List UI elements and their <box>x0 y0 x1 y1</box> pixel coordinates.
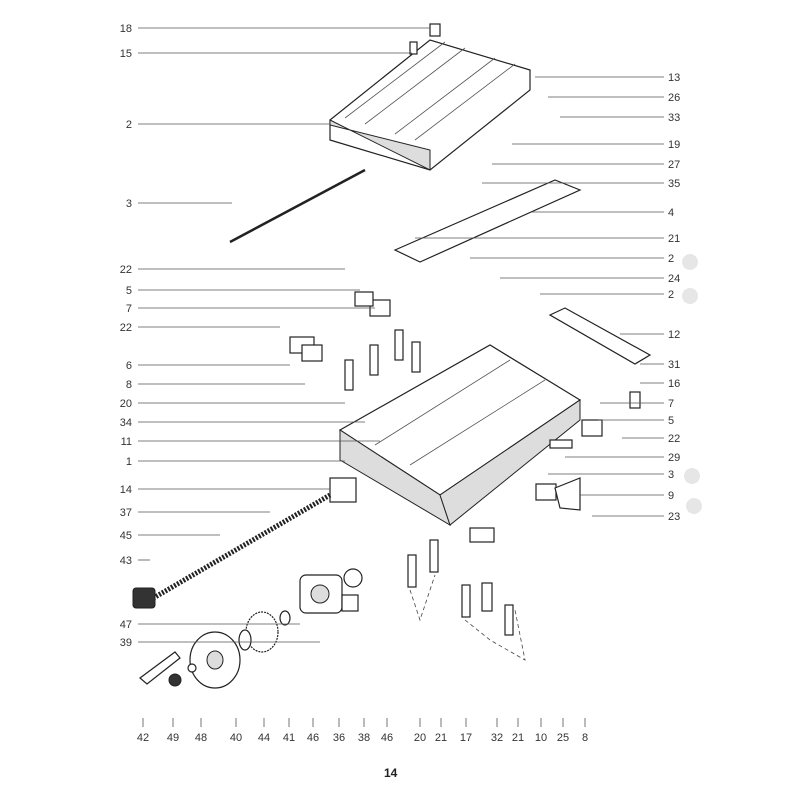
callout-label: 13 <box>668 72 680 84</box>
punch-hole-mark <box>682 254 698 270</box>
callout-label: 8 <box>126 379 132 391</box>
callout-label: 38 <box>358 732 370 744</box>
callout-label: 8 <box>582 732 588 744</box>
callout-label: 48 <box>195 732 207 744</box>
callout-label: 7 <box>668 398 674 410</box>
bearing-part <box>343 568 363 588</box>
callout-label: 22 <box>668 433 680 445</box>
callout-label: 41 <box>283 732 295 744</box>
callout-label: 3 <box>668 469 674 481</box>
callout-label: 31 <box>668 359 680 371</box>
screws <box>289 23 641 636</box>
callout-label: 2 <box>126 119 132 131</box>
rod-part <box>229 168 366 244</box>
callout-label: 47 <box>120 619 132 631</box>
callout-label: 37 <box>120 507 132 519</box>
callout-label: 24 <box>668 273 680 285</box>
callout-label: 22 <box>120 322 132 334</box>
callout-label: 18 <box>120 23 132 35</box>
callout-label: 14 <box>120 484 132 496</box>
callout-label: 43 <box>120 555 132 567</box>
callout-label: 16 <box>668 378 680 390</box>
nut-block-part <box>329 477 357 503</box>
callout-label: 1 <box>126 456 132 468</box>
callout-label: 2 <box>668 289 674 301</box>
punch-hole-mark <box>682 288 698 304</box>
callout-label: 2 <box>668 253 674 265</box>
callout-label: 46 <box>307 732 319 744</box>
callout-label: 21 <box>512 732 524 744</box>
callout-label: 9 <box>668 490 674 502</box>
punch-hole-mark <box>686 498 702 514</box>
callout-label: 20 <box>414 732 426 744</box>
callout-label: 40 <box>230 732 242 744</box>
callout-label: 21 <box>435 732 447 744</box>
gear-part <box>245 611 279 653</box>
callout-label: 46 <box>381 732 393 744</box>
callout-label: 10 <box>535 732 547 744</box>
callout-label: 6 <box>126 360 132 372</box>
callout-label: 45 <box>120 530 132 542</box>
table-top-part <box>329 39 531 171</box>
callout-label: 19 <box>668 139 680 151</box>
callout-label: 22 <box>120 264 132 276</box>
callout-label: 42 <box>137 732 149 744</box>
callout-label: 3 <box>126 198 132 210</box>
saddle-base-part <box>338 344 582 527</box>
callout-label: 33 <box>668 112 680 124</box>
callout-label: 26 <box>668 92 680 104</box>
callout-label: 20 <box>120 398 132 410</box>
callout-label: 5 <box>668 415 674 427</box>
callout-label: 7 <box>126 303 132 315</box>
callout-label: 29 <box>668 452 680 464</box>
callout-label: 11 <box>121 436 132 448</box>
callout-label: 23 <box>668 511 680 523</box>
callout-label: 4 <box>668 207 674 219</box>
collar-part <box>132 587 156 609</box>
cover-plate-part <box>393 179 582 263</box>
callout-label: 32 <box>491 732 503 744</box>
callout-label: 34 <box>120 417 132 429</box>
handle-part <box>139 651 181 685</box>
callout-label: 36 <box>333 732 345 744</box>
callout-label: 35 <box>668 178 680 190</box>
callout-label: 27 <box>668 159 680 171</box>
callout-label: 25 <box>557 732 569 744</box>
callout-label: 21 <box>668 233 680 245</box>
callout-label: 17 <box>460 732 472 744</box>
page-number: 14 <box>384 766 398 780</box>
callout-label: 39 <box>120 637 132 649</box>
callout-label: 49 <box>167 732 179 744</box>
gib-bar-part <box>548 307 652 365</box>
punch-hole-mark <box>684 468 700 484</box>
callout-label: 12 <box>668 329 680 341</box>
callout-label: 5 <box>126 285 132 297</box>
callout-label: 15 <box>120 48 132 60</box>
callout-label: 44 <box>258 732 270 744</box>
